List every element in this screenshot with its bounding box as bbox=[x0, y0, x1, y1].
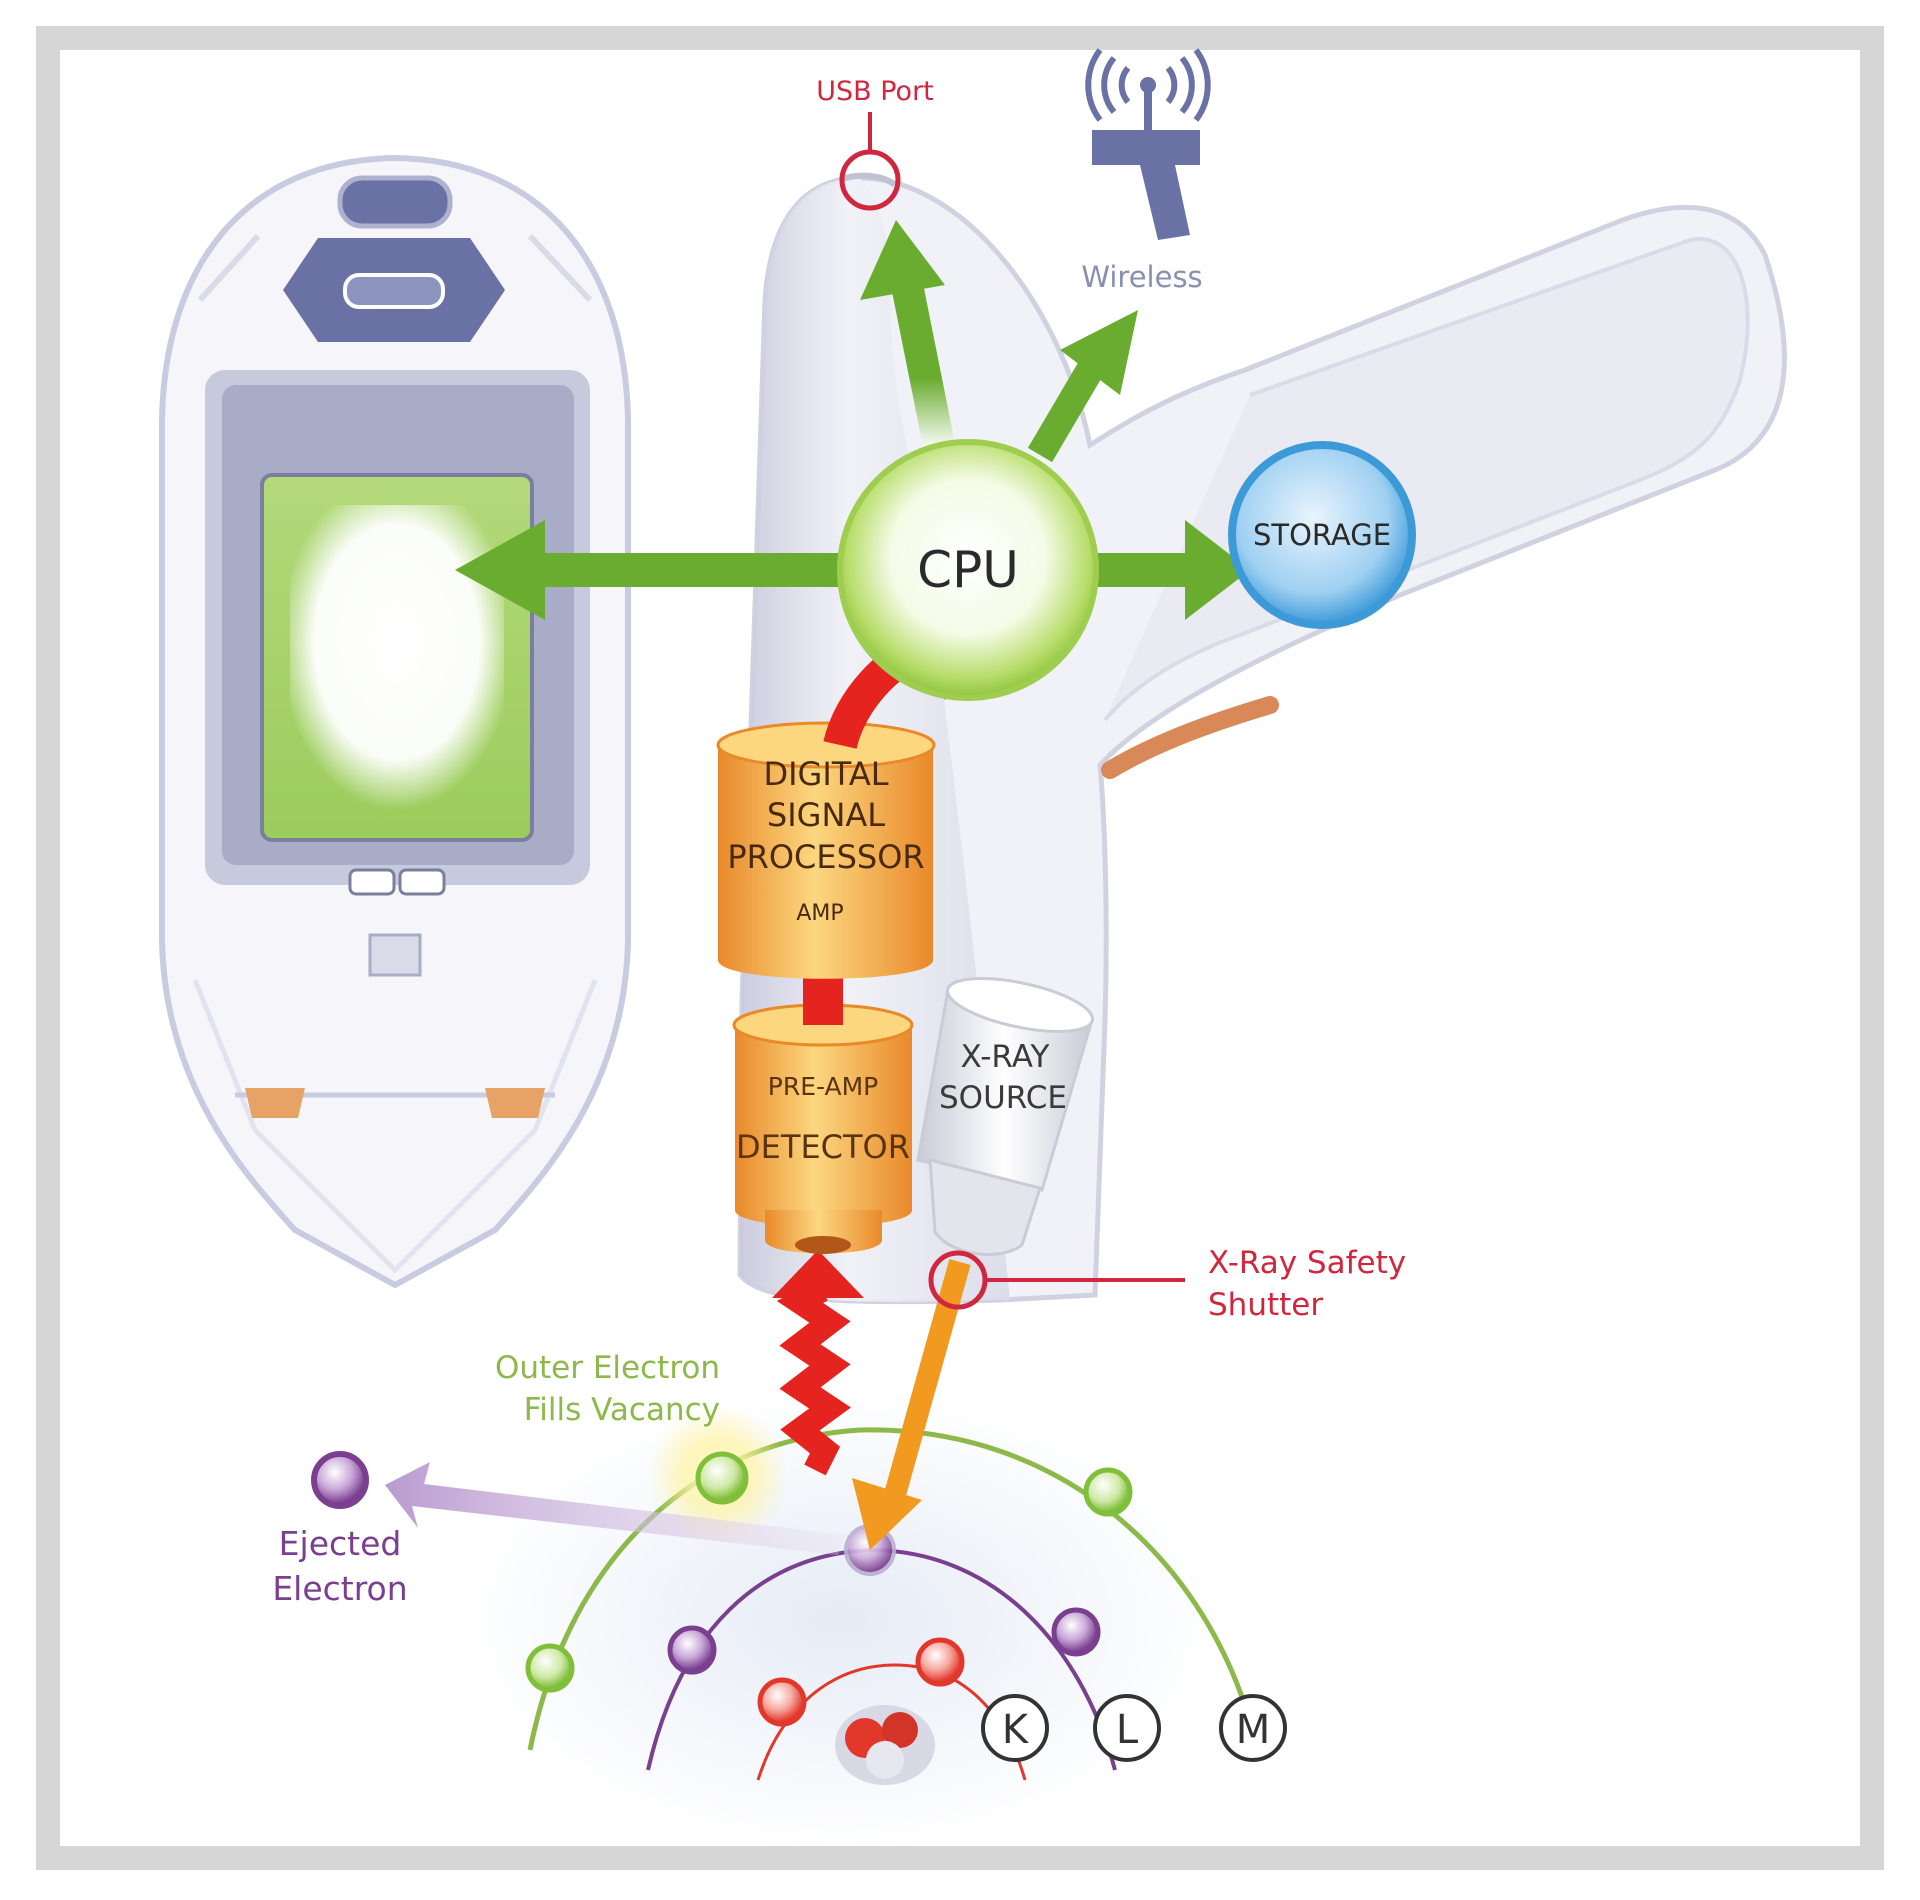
frame-border bbox=[36, 26, 1884, 1870]
atom-model: K L M bbox=[460, 1390, 1287, 1850]
xray-beam-arrowhead bbox=[852, 1478, 922, 1550]
xray-source-label-line1: X-RAY bbox=[961, 1039, 1050, 1075]
cpu-to-wireless-arrowhead bbox=[1060, 310, 1138, 395]
electron-k-1 bbox=[757, 1677, 807, 1727]
cpu-label: CPU bbox=[917, 541, 1019, 599]
outer-electron-label-line2: Fills Vacancy bbox=[524, 1392, 720, 1428]
electron-m-3 bbox=[525, 1643, 575, 1693]
side-top-cap bbox=[838, 172, 898, 188]
front-nav-center bbox=[343, 273, 445, 309]
shell-l-badge bbox=[1093, 1694, 1161, 1762]
front-accent-right bbox=[485, 1088, 545, 1118]
cpu-to-usb-shaft bbox=[892, 286, 956, 454]
side-trigger bbox=[1101, 696, 1279, 779]
wireless-antenna-icon bbox=[1085, 48, 1211, 240]
front-clip bbox=[368, 933, 422, 977]
detector-label: DETECTOR bbox=[736, 1128, 910, 1166]
cpu-to-storage-shaft bbox=[1095, 553, 1190, 587]
electron-l-2 bbox=[1051, 1607, 1101, 1657]
shell-m-badge bbox=[1219, 1694, 1287, 1762]
cpu-to-wireless-shaft bbox=[1027, 362, 1103, 463]
wireless-tip bbox=[1140, 77, 1156, 93]
wireless-device-silhouette bbox=[1092, 130, 1200, 240]
cpu-to-usb-arrowhead bbox=[860, 220, 945, 300]
amp-label: AMP bbox=[796, 901, 843, 926]
xray-beam bbox=[881, 1259, 971, 1508]
electron-m-2 bbox=[1083, 1467, 1133, 1517]
front-key-left bbox=[348, 868, 396, 896]
fluorescence-arrowhead bbox=[772, 1250, 864, 1298]
wireless-wave-l3 bbox=[1085, 48, 1103, 122]
xray-source-nozzle bbox=[928, 1158, 1042, 1256]
ejected-electron-ball bbox=[311, 1451, 369, 1509]
analyzer-front-view bbox=[159, 154, 631, 1289]
cpu-output-arrows bbox=[455, 220, 1250, 620]
dsp-label-line2: SIGNAL bbox=[767, 796, 885, 834]
shell-m-label: M bbox=[1236, 1707, 1271, 1753]
electron-m-1 bbox=[695, 1451, 749, 1505]
front-accent-left bbox=[245, 1088, 305, 1118]
shell-l-label: L bbox=[1116, 1707, 1139, 1753]
wireless-wave-l1 bbox=[1118, 66, 1131, 104]
detector-nozzle bbox=[765, 1210, 882, 1254]
electron-l-1 bbox=[667, 1625, 717, 1675]
usb-port-label: USB Port bbox=[816, 76, 934, 107]
front-nose-seam bbox=[192, 979, 598, 1274]
xray-source-component: X-RAY SOURCE bbox=[916, 977, 1095, 1256]
dsp-body bbox=[718, 745, 933, 979]
electron-k-2 bbox=[915, 1637, 965, 1687]
front-key-right bbox=[398, 868, 446, 896]
wireless-wave-l2 bbox=[1101, 56, 1117, 114]
wireless-wave-r1 bbox=[1165, 66, 1178, 104]
shutter-label-line2: Shutter bbox=[1208, 1287, 1323, 1323]
shell-m-orbit bbox=[527, 1427, 1258, 1751]
ejected-label-line2: Electron bbox=[272, 1569, 407, 1608]
nucleus-proton-2 bbox=[882, 1712, 918, 1748]
storage-label: STORAGE bbox=[1253, 518, 1391, 552]
wireless-wave-r3 bbox=[1193, 48, 1211, 122]
cpu-to-display-shaft bbox=[540, 553, 860, 587]
shutter-label-line1: X-Ray Safety bbox=[1208, 1245, 1406, 1281]
front-screen-glow bbox=[290, 505, 504, 810]
outer-electron-label-line1: Outer Electron bbox=[495, 1350, 720, 1386]
dsp-top bbox=[716, 721, 936, 769]
front-top-button bbox=[337, 175, 453, 229]
cpu-node bbox=[837, 439, 1099, 701]
dsp-component: DIGITAL SIGNAL PROCESSOR AMP bbox=[716, 721, 936, 979]
shell-k-label: K bbox=[1002, 1707, 1030, 1753]
xray-source-label-line2: SOURCE bbox=[939, 1080, 1067, 1116]
nucleus-neutron bbox=[866, 1741, 904, 1779]
fluorescence-wave bbox=[776, 1279, 851, 1476]
shell-k-badge bbox=[981, 1694, 1049, 1762]
xray-source-top bbox=[945, 977, 1095, 1033]
front-shoulder-right bbox=[527, 233, 593, 303]
wireless-label: Wireless bbox=[1081, 260, 1202, 294]
storage-node bbox=[1228, 441, 1416, 629]
ejected-label-line1: Ejected bbox=[279, 1524, 402, 1563]
detector-component: PRE-AMP DETECTOR bbox=[732, 1003, 914, 1254]
cpu-to-display-arrowhead bbox=[455, 520, 545, 620]
detector-window bbox=[795, 1236, 851, 1254]
pre-amp-label: PRE-AMP bbox=[768, 1072, 878, 1101]
detector-body bbox=[735, 1025, 912, 1227]
front-shoulder-left bbox=[197, 233, 261, 303]
ejected-electron-group: Ejected Electron bbox=[272, 1451, 845, 1608]
cpu-to-storage-arrowhead bbox=[1185, 520, 1250, 620]
wireless-wave-r2 bbox=[1179, 56, 1195, 114]
dsp-label-line1: DIGITAL bbox=[763, 755, 888, 793]
dsp-label-line3: PROCESSOR bbox=[727, 838, 924, 876]
ejected-electron-arrow bbox=[385, 1462, 845, 1555]
